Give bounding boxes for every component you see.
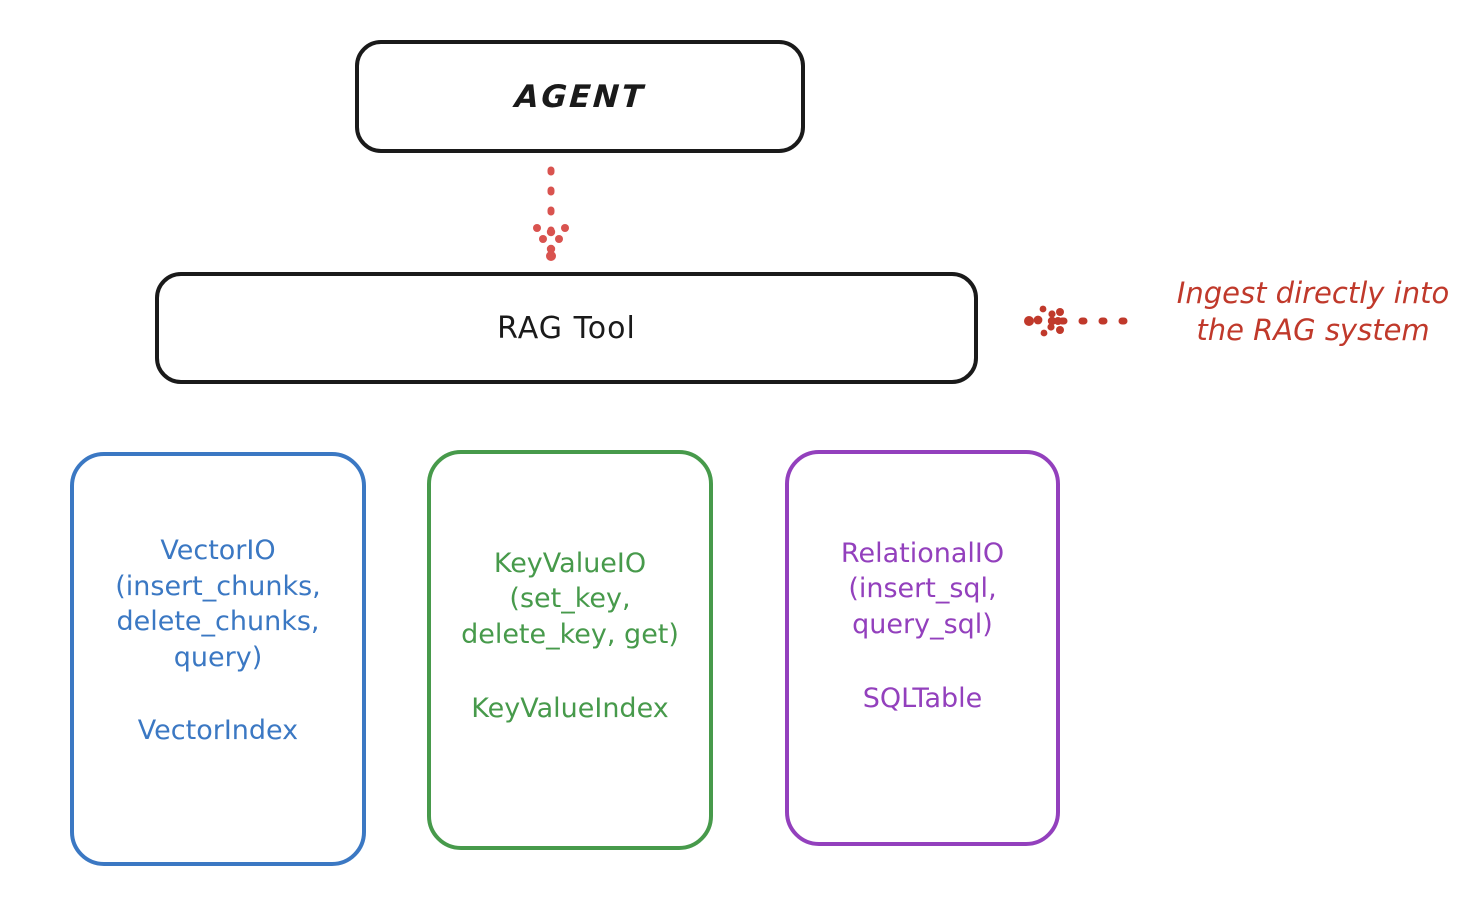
connector-ingest-to-ragtool-icon <box>1024 305 1140 337</box>
rag-tool-label: RAG Tool <box>497 310 636 346</box>
relational-io-content: RelationalIO (insert_sql, query_sql) SQL… <box>841 536 1004 717</box>
key-value-index-label: KeyValueIndex <box>471 692 669 724</box>
rag-tool-node[interactable]: RAG Tool <box>155 272 978 384</box>
relational-io-api-label: RelationalIO (insert_sql, query_sql) <box>840 537 1005 640</box>
ingest-annotation-label: Ingest directly into the RAG system <box>1176 276 1450 348</box>
sql-table-label: SQLTable <box>862 682 983 714</box>
key-value-io-node[interactable]: KeyValueIO (set_key, delete_key, get) Ke… <box>427 450 713 850</box>
agent-node[interactable]: AGENT <box>355 40 805 153</box>
vector-io-content: VectorIO (insert_chunks, delete_chunks, … <box>115 533 320 749</box>
vector-io-node[interactable]: VectorIO (insert_chunks, delete_chunks, … <box>70 452 366 866</box>
agent-label: AGENT <box>513 78 647 115</box>
connector-agent-to-ragtool-icon <box>533 166 569 261</box>
vector-index-label: VectorIndex <box>137 715 299 747</box>
relational-io-node[interactable]: RelationalIO (insert_sql, query_sql) SQL… <box>785 450 1060 846</box>
vector-io-api-label: VectorIO (insert_chunks, delete_chunks, … <box>115 534 321 673</box>
key-value-io-content: KeyValueIO (set_key, delete_key, get) Ke… <box>461 546 679 727</box>
key-value-io-api-label: KeyValueIO (set_key, delete_key, get) <box>461 547 679 650</box>
